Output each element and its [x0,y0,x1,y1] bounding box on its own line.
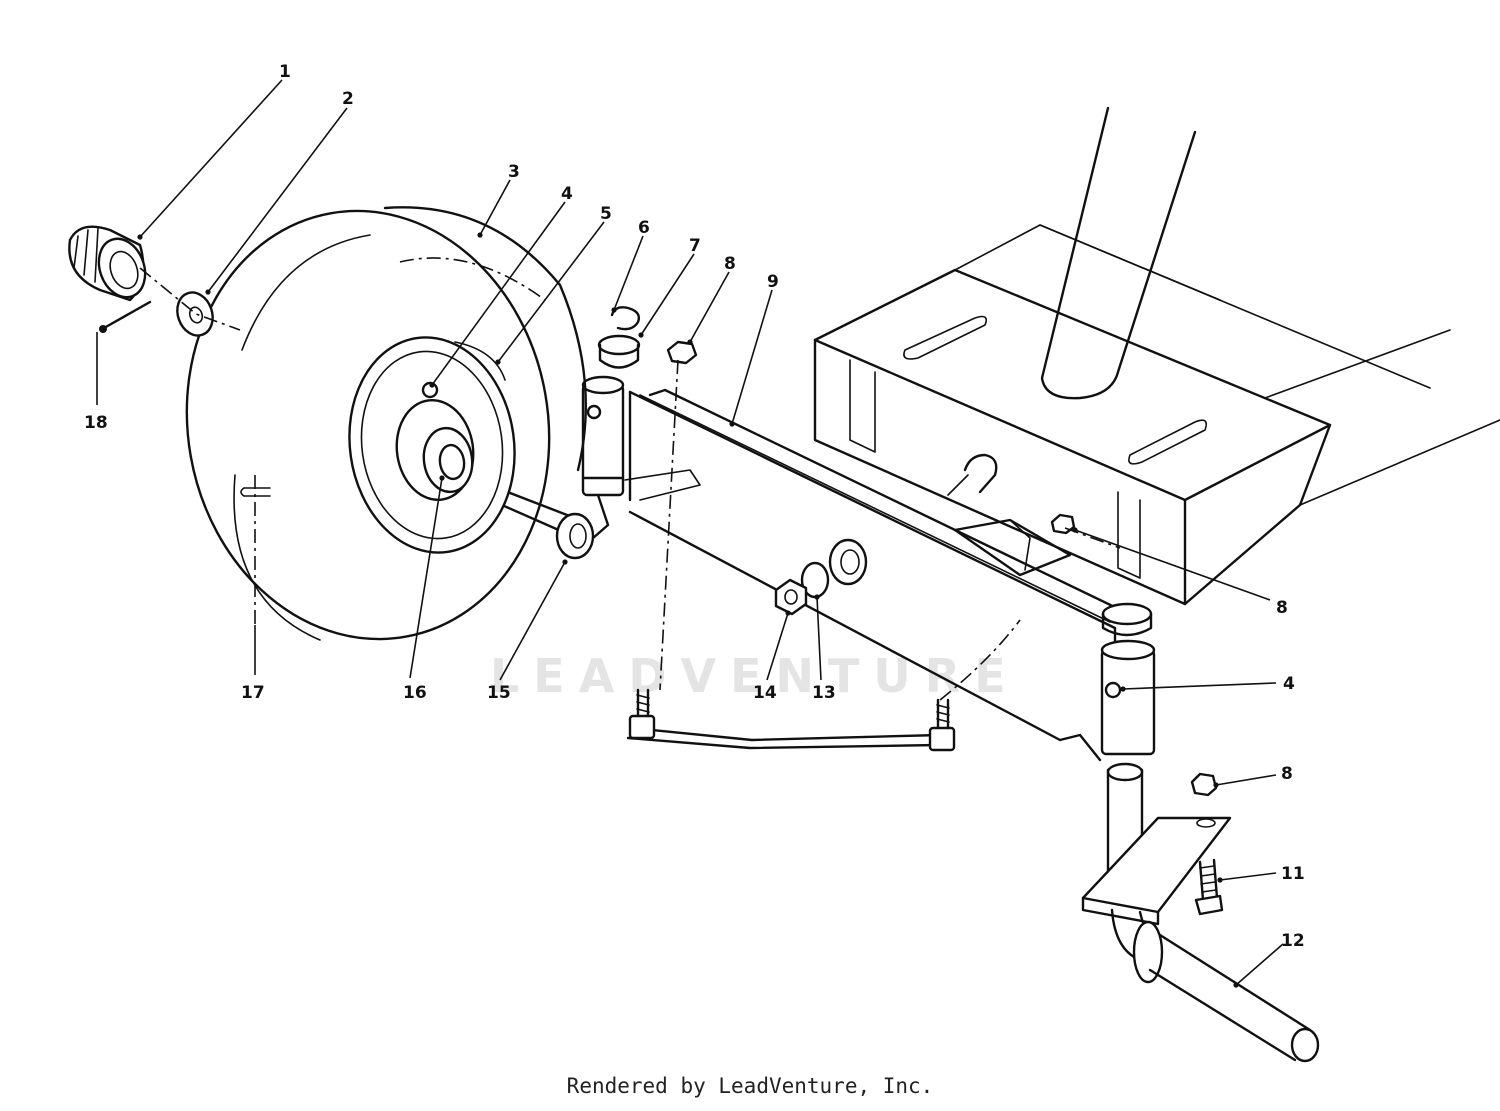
e-ring [610,306,641,331]
washer [176,291,214,337]
callout-4: 4 [561,184,573,204]
callout-3: 3 [508,162,520,182]
hex-nut-upper [666,340,698,365]
callout-18: 18 [84,413,108,433]
callout-15: 15 [487,683,511,703]
leader-dots [137,232,1239,988]
axle-washer [800,538,868,599]
callout-7: 7 [689,236,701,256]
hub-cap [68,225,147,302]
cotter-pin [99,300,152,333]
callout-8-frame: 8 [1276,598,1288,618]
callout-12: 12 [1281,931,1305,951]
tie-rod [626,619,1021,752]
callout-17: 17 [241,683,265,703]
callout-14: 14 [753,683,777,703]
chassis-frame [813,106,1500,606]
right-spindle [1081,602,1320,1063]
callout-8: 8 [724,254,736,274]
callout-6: 6 [638,218,650,238]
leader-lines [96,79,1284,986]
hex-nut-arm [1190,772,1218,797]
footer-credit: Rendered by LeadVenture, Inc. [566,1074,934,1098]
watermark: LEADVENTURE [490,649,1020,703]
callout-1: 1 [279,62,291,82]
left-spindle [484,375,625,560]
callout-11: 11 [1281,864,1305,884]
bushing [597,334,641,369]
callout-4-right: 4 [1283,674,1295,694]
wheel-tire [185,206,588,641]
callout-9: 9 [767,272,779,292]
callout-2: 2 [342,89,354,109]
callout-labels: 1 2 3 4 5 6 7 8 9 18 8 4 8 11 12 17 16 1… [84,62,1305,951]
bolt [1194,858,1224,916]
callout-5: 5 [600,204,612,224]
lock-nut [774,578,808,616]
callout-13: 13 [812,683,836,703]
watermark-text: LEADVENTURE [490,649,1020,703]
axle-beam [624,388,1127,762]
callout-8-arm: 8 [1281,764,1293,784]
callout-16: 16 [403,683,427,703]
